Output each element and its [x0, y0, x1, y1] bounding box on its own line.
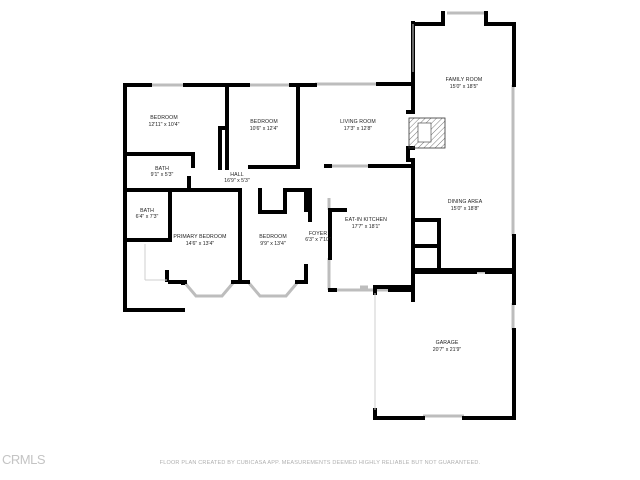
room-bath-2-dim: 6'4" x 7'3" [136, 214, 159, 220]
room-primary-bedroom-dim: 14'6" x 13'4" [186, 241, 215, 247]
room-bath-1-name: BATH [155, 166, 169, 172]
room-living-dim: 17'3" x 12'8" [344, 126, 373, 132]
windows [123, 11, 515, 418]
room-bedroom-2-dim: 10'6" x 12'4" [250, 126, 279, 132]
room-hall-dim: 16'9" x 5'3" [224, 178, 250, 184]
room-garage-name: GARAGE [436, 340, 459, 346]
room-bedroom-1-dim: 12'11" x 10'4" [149, 122, 180, 128]
room-family-name: FAMILY ROOM [446, 77, 483, 83]
room-foyer-dim: 6'3" x 7'10" [305, 237, 331, 243]
room-bath-2-name: BATH [140, 208, 154, 214]
room-bath-1-dim: 9'1" x 5'3" [151, 172, 174, 178]
thin-lines [144, 24, 414, 410]
room-foyer-name: FOYER [309, 231, 328, 237]
room-dining-name: DINING AREA [448, 199, 483, 205]
room-labels: BEDROOM 12'11" x 10'4" BEDROOM 10'6" x 1… [136, 77, 483, 353]
room-bedroom-3-name: BEDROOM [259, 234, 287, 240]
walls [123, 11, 516, 420]
room-garage-dim: 20'7" x 21'9" [433, 347, 462, 353]
room-family-dim: 15'0" x 18'5" [450, 84, 479, 90]
room-bedroom-2-name: BEDROOM [250, 119, 278, 125]
room-kitchen-dim: 17'7" x 18'1" [352, 224, 381, 230]
crmls-watermark: CRMLS [2, 452, 46, 467]
room-bedroom-3-dim: 9'9" x 13'4" [260, 241, 286, 247]
room-dining-dim: 15'0" x 18'8" [451, 206, 480, 212]
room-living-name: LIVING ROOM [340, 119, 376, 125]
fireplace [408, 117, 446, 149]
room-hall-name: HALL [230, 172, 243, 178]
room-kitchen-name: EAT-IN KITCHEN [345, 217, 387, 223]
room-bedroom-1-name: BEDROOM [150, 115, 178, 121]
room-primary-bedroom-name: PRIMARY BEDROOM [173, 234, 226, 240]
disclaimer-text: FLOOR PLAN CREATED BY CUBICASA APP. MEAS… [159, 460, 481, 466]
